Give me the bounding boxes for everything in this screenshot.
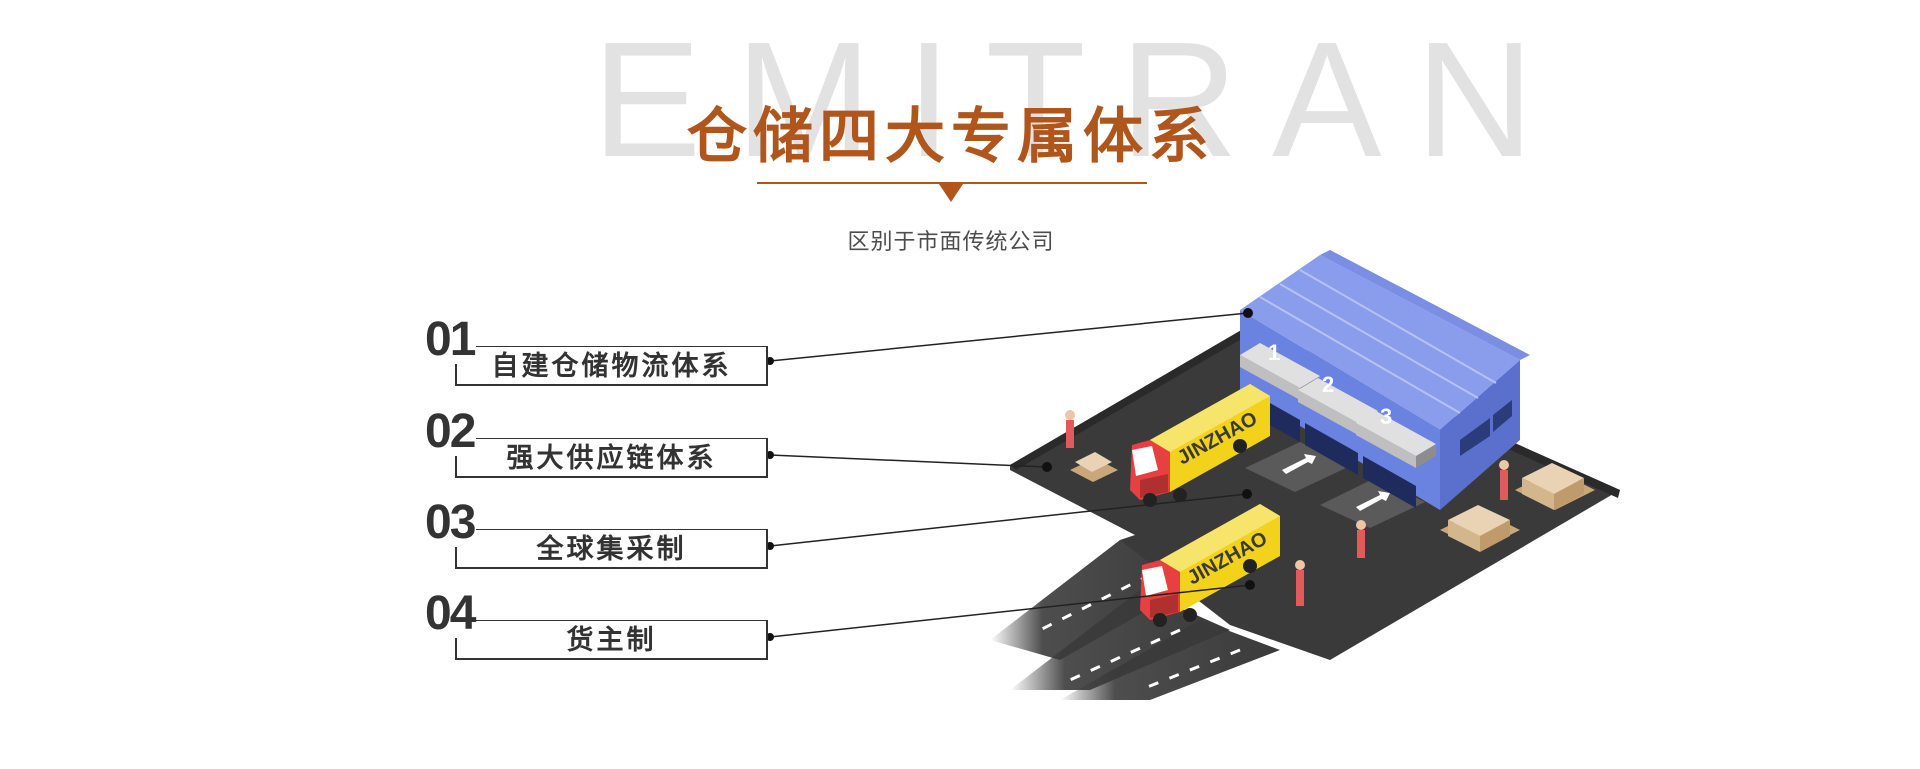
feature-item-label: 自建仓储物流体系 bbox=[491, 351, 732, 382]
warehouse-building: 1 2 3 bbox=[1240, 250, 1530, 510]
feature-item-label: 货主制 bbox=[566, 625, 657, 656]
connector-dot-04-end bbox=[1245, 580, 1255, 590]
feature-item-03: 03 全球集采制 bbox=[425, 499, 770, 573]
feature-item-01: 01 自建仓储物流体系 bbox=[425, 316, 770, 390]
feature-item-number: 03 bbox=[425, 496, 476, 549]
truck-lower: JINZHAO bbox=[1140, 504, 1280, 627]
page-subtitle: 区别于市面传统公司 bbox=[847, 230, 1055, 255]
feature-item-label: 全球集采制 bbox=[536, 534, 687, 565]
connector-lines bbox=[769, 312, 1251, 638]
connector-dot-01-end bbox=[1243, 308, 1253, 318]
feature-item-04: 04 货主制 bbox=[425, 590, 770, 664]
dock-number-1: 1 bbox=[1268, 340, 1280, 365]
connector-line-04 bbox=[769, 584, 1251, 638]
connector-dot-04-start bbox=[766, 633, 774, 641]
connector-line-02 bbox=[769, 454, 1048, 468]
connector-line-03 bbox=[769, 493, 1248, 547]
feature-item-box bbox=[455, 620, 768, 660]
connector-dot-02-start bbox=[766, 451, 774, 459]
connector-dot-01-start bbox=[766, 357, 774, 365]
dock-number-2: 2 bbox=[1322, 372, 1334, 397]
connector-line-01 bbox=[769, 312, 1249, 362]
feature-item-box bbox=[455, 438, 768, 478]
connector-dot-03-start bbox=[766, 542, 774, 550]
yard-ground bbox=[1010, 325, 1620, 660]
background-watermark-word: EMITRAN bbox=[592, 8, 1568, 191]
feature-item-02: 02 强大供应链体系 bbox=[425, 408, 770, 482]
feature-item-number: 02 bbox=[425, 405, 476, 458]
title-divider-triangle-icon bbox=[939, 184, 963, 202]
dock-number-3: 3 bbox=[1380, 404, 1392, 429]
workers bbox=[1065, 410, 1509, 606]
connector-dot-02-end bbox=[1042, 462, 1052, 472]
feature-item-box bbox=[455, 346, 768, 386]
feature-item-number: 04 bbox=[425, 587, 476, 640]
page-title: 仓储四大专属体系 bbox=[687, 102, 1215, 172]
connector-dots bbox=[766, 308, 1255, 641]
connector-dot-03-end bbox=[1242, 489, 1252, 499]
title-divider bbox=[757, 182, 1147, 184]
feature-item-label: 强大供应链体系 bbox=[506, 443, 717, 474]
cargo-pallets bbox=[1070, 452, 1595, 552]
feature-item-box bbox=[455, 529, 768, 569]
feature-item-number: 01 bbox=[425, 313, 476, 366]
